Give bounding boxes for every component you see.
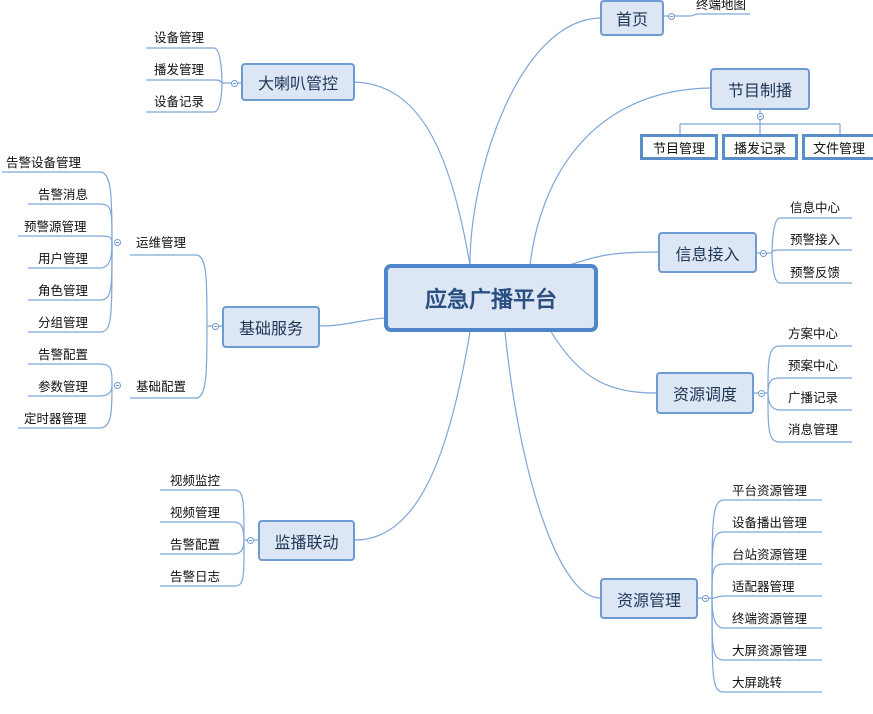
leaf-broadcast-record[interactable]: 播发记录	[722, 134, 798, 160]
leaf-info-center[interactable]: 信息中心	[790, 200, 841, 215]
leaf-screen-jump[interactable]: 大屏跳转	[732, 675, 783, 690]
leaf-broadcast-log[interactable]: 广播记录	[788, 390, 839, 405]
leaf-broadcast-management[interactable]: 播发管理	[154, 62, 205, 77]
leaf-role-management[interactable]: 角色管理	[38, 283, 89, 298]
collapse-info-icon[interactable]	[760, 250, 767, 257]
leaf-file-management[interactable]: 文件管理	[802, 134, 873, 160]
branch-basic-services[interactable]: 基础服务	[222, 306, 320, 348]
leaf-group-management[interactable]: 分组管理	[38, 315, 89, 330]
branch-resource-dispatch[interactable]: 资源调度	[656, 372, 754, 414]
leaf-monitor-alarm-config[interactable]: 告警配置	[170, 537, 221, 552]
branch-monitor-linkage[interactable]: 监播联动	[258, 520, 355, 561]
leaf-warning-feedback[interactable]: 预警反馈	[790, 265, 841, 280]
leaf-device-output[interactable]: 设备播出管理	[732, 515, 808, 530]
leaf-alarm-device-management[interactable]: 告警设备管理	[6, 155, 82, 170]
leaf-warning-source-management[interactable]: 预警源管理	[24, 219, 87, 234]
collapse-speaker-icon[interactable]	[231, 80, 238, 87]
leaf-terminal-resource[interactable]: 终端资源管理	[732, 611, 808, 626]
leaf-timer-management[interactable]: 定时器管理	[24, 411, 87, 426]
sub-branch-basic-config[interactable]: 基础配置	[136, 379, 187, 394]
leaf-alarm-log[interactable]: 告警日志	[170, 569, 221, 584]
leaf-platform-resource[interactable]: 平台资源管理	[732, 483, 808, 498]
branch-speaker-control[interactable]: 大喇叭管控	[241, 63, 355, 101]
collapse-dispatch-icon[interactable]	[758, 390, 765, 397]
branch-home[interactable]: 首页	[600, 0, 664, 36]
collapse-config-icon[interactable]	[114, 382, 121, 389]
collapse-monitor-icon[interactable]	[247, 537, 254, 544]
leaf-message-management[interactable]: 消息管理	[788, 422, 839, 437]
leaf-plan-center[interactable]: 方案中心	[788, 326, 839, 341]
leaf-device-record[interactable]: 设备记录	[154, 94, 205, 109]
branch-program-production[interactable]: 节目制播	[710, 68, 810, 110]
leaf-station-resource[interactable]: 台站资源管理	[732, 547, 808, 562]
leaf-device-management[interactable]: 设备管理	[154, 30, 205, 45]
sub-branch-ops-management[interactable]: 运维管理	[136, 235, 187, 250]
branch-resource-management[interactable]: 资源管理	[600, 578, 698, 619]
branch-info-access[interactable]: 信息接入	[658, 232, 757, 273]
leaf-alarm-config[interactable]: 告警配置	[38, 347, 89, 362]
leaf-terminal-map[interactable]: 终端地图	[696, 0, 747, 12]
collapse-resource-icon[interactable]	[702, 595, 709, 602]
leaf-video-surveillance[interactable]: 视频监控	[170, 473, 221, 488]
root-node[interactable]: 应急广播平台	[384, 264, 598, 332]
collapse-basic-icon[interactable]	[212, 323, 219, 330]
leaf-adapter-management[interactable]: 适配器管理	[732, 579, 795, 594]
collapse-ops-icon[interactable]	[114, 239, 121, 246]
leaf-program-management[interactable]: 节目管理	[640, 134, 718, 160]
leaf-user-management[interactable]: 用户管理	[38, 251, 89, 266]
leaf-parameter-management[interactable]: 参数管理	[38, 379, 89, 394]
collapse-home-icon[interactable]	[668, 13, 675, 20]
collapse-program-icon[interactable]	[757, 113, 764, 120]
leaf-warning-access[interactable]: 预警接入	[790, 232, 841, 247]
leaf-alarm-message[interactable]: 告警消息	[38, 187, 89, 202]
leaf-video-management[interactable]: 视频管理	[170, 505, 221, 520]
leaf-screen-resource[interactable]: 大屏资源管理	[732, 643, 808, 658]
leaf-contingency-center[interactable]: 预案中心	[788, 358, 839, 373]
